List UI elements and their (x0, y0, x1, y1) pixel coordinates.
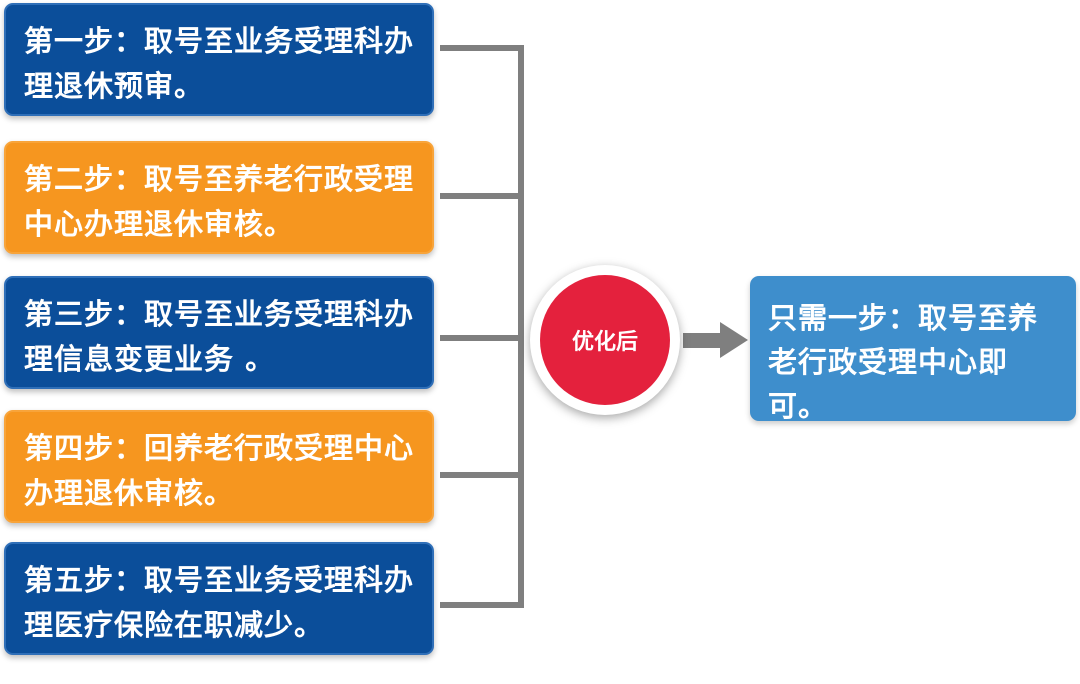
optimized-badge-ring: 优化后 (530, 265, 680, 415)
step-2-text: 第二步：取号至养老行政受理中心办理退休审核。 (24, 162, 415, 241)
step-5-text: 第五步：取号至业务受理科办理医疗保险在职减少。 (24, 563, 415, 642)
step-1-text: 第一步：取号至业务受理科办理退休预审。 (24, 24, 415, 103)
result-box: 只需一步：取号至养老行政受理中心即可。 (750, 276, 1076, 423)
optimized-badge-label: 优化后 (571, 329, 638, 355)
step-1-box: 第一步：取号至业务受理科办理退休预审。 (4, 3, 434, 116)
right-arrow-icon (683, 322, 748, 358)
step-4-text: 第四步：回养老行政受理中心办理退休审核。 (24, 431, 415, 510)
step-4-box: 第四步：回养老行政受理中心办理退休审核。 (4, 410, 434, 523)
result-text: 只需一步：取号至养老行政受理中心即可。 (768, 301, 1039, 423)
step-2-box: 第二步：取号至养老行政受理中心办理退休审核。 (4, 141, 434, 254)
step-3-box: 第三步：取号至业务受理科办理信息变更业务 。 (4, 276, 434, 389)
step-5-box: 第五步：取号至业务受理科办理医疗保险在职减少。 (4, 542, 434, 655)
step-3-text: 第三步：取号至业务受理科办理信息变更业务 。 (24, 297, 415, 376)
optimized-badge: 优化后 (540, 275, 670, 405)
